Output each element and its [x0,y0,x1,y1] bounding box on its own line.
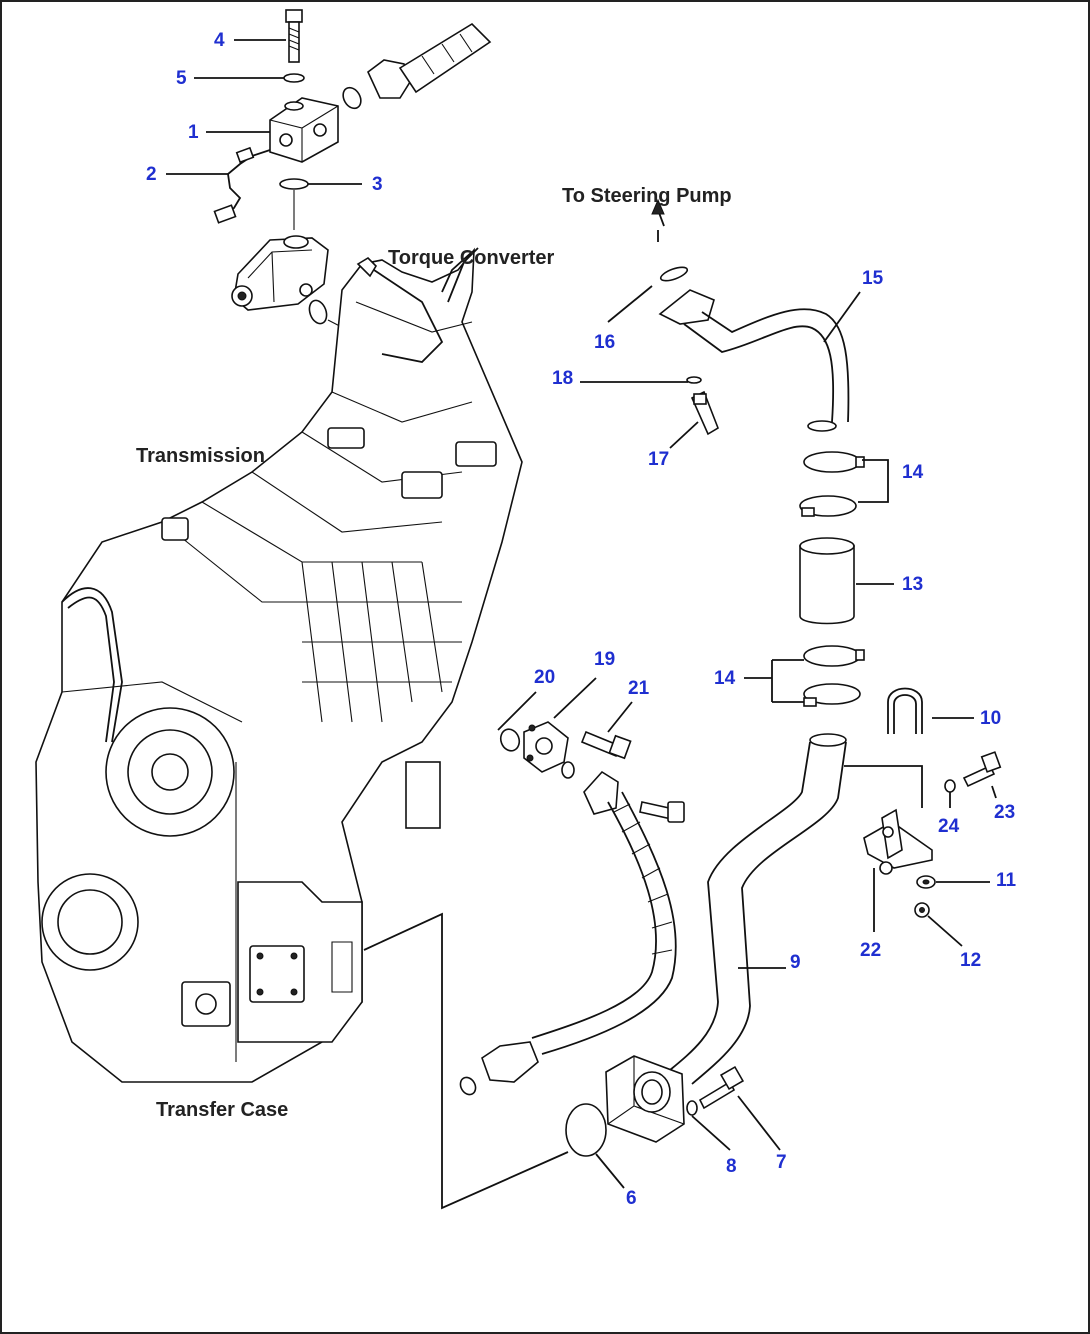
nut-12 [914,902,930,918]
clamps-14-lower [803,645,865,707]
callout-13: 13 [902,574,923,595]
pipe-15 [658,289,850,432]
oring-6 [565,1103,607,1157]
callout-9: 9 [790,952,801,973]
washer-18 [686,376,702,384]
hose-fitting-top [342,22,492,110]
transfer-case-line [363,912,569,1210]
callout-11: 11 [996,870,1017,891]
bolt-7 [698,1065,745,1110]
callout-5: 5 [176,68,187,89]
callout-1: 1 [188,122,199,143]
callout-10: 10 [980,708,1001,729]
label-torque-converter: Torque Converter [388,247,555,269]
washer-5 [283,73,305,83]
callout-16: 16 [594,332,615,353]
pipe-9 [669,733,847,1085]
callout-3: 3 [372,174,383,195]
label-transfer-case: Transfer Case [156,1099,288,1121]
callout-14-upper: 14 [902,462,924,483]
callout-14-lower: 14 [714,668,736,689]
callout-8: 8 [726,1156,737,1177]
washer-24 [944,779,956,793]
callout-15: 15 [862,268,884,289]
transmission-housing [35,247,523,1083]
middle-hose [459,761,685,1096]
callout-22: 22 [860,940,881,961]
callout-21: 21 [628,678,650,699]
washer-8 [686,1100,698,1116]
label-steering-pump: To Steering Pump [562,185,732,207]
flange-19 [523,721,569,773]
bracket-22 [863,808,933,875]
bolt-17 [690,390,719,436]
clamps-14-upper [799,451,865,517]
callout-12: 12 [960,950,981,971]
callout-18: 18 [552,368,573,389]
callout-23: 23 [994,802,1015,823]
callout-20: 20 [534,667,555,688]
hose-13 [799,537,855,625]
valve-block-1 [269,97,339,163]
callout-6: 6 [626,1188,637,1209]
washer-11 [916,875,936,889]
callout-2: 2 [146,164,157,185]
oring-20 [499,728,521,752]
label-transmission: Transmission [136,445,265,467]
bolt-21 [580,730,632,760]
valve-body-lower [231,235,329,311]
callout-24: 24 [938,816,960,837]
callout-7: 7 [776,1152,787,1173]
bolt-4 [285,9,303,63]
bolt-23 [962,751,1002,788]
plate-3 [279,178,309,230]
gasket-16 [651,198,689,282]
leader-lines [166,39,997,1189]
callout-19: 19 [594,649,615,670]
sensor-harness-2 [213,146,271,224]
callout-4: 4 [214,30,225,51]
callout-17: 17 [648,449,669,470]
bracket-10 [887,687,923,734]
torque-converter-bracket [356,247,479,363]
flange-bottom [605,1055,685,1143]
